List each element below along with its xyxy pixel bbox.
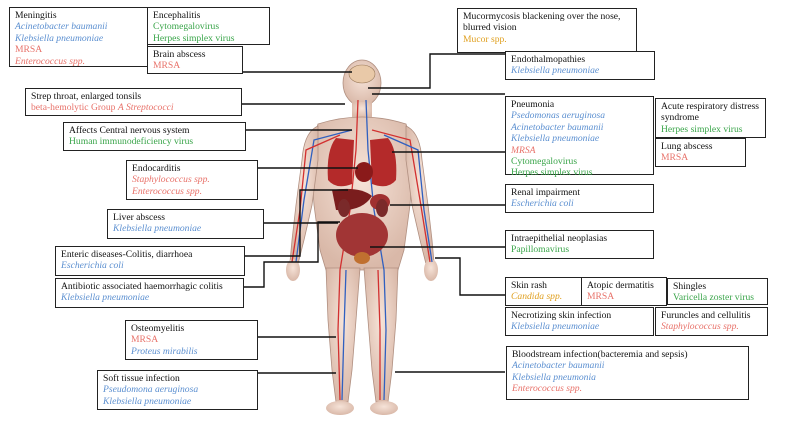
- box-ards: Acute respiratory distress syndrome Herp…: [655, 98, 766, 138]
- organism: MRSA: [511, 144, 536, 156]
- box-furuncles: Furuncles and cellulitis Staphylococcus …: [655, 307, 768, 336]
- organism: A Streptococci: [117, 102, 174, 114]
- organism: beta-hemolytic Group: [31, 102, 118, 114]
- box-title: Antibiotic associated haemorrhagic colit…: [61, 281, 223, 292]
- organism: Herpes simplex virus: [511, 167, 593, 179]
- organism: Acinetobacter baumanii: [512, 360, 605, 372]
- organism: Proteus mirabilis: [131, 345, 198, 357]
- organism: Acinetobacter baumanii: [15, 21, 108, 33]
- box-meningitis: Meningitis Acinetobacter baumanii Klebsi…: [9, 7, 148, 67]
- box-title: Affects Central nervous system: [69, 125, 190, 136]
- organism: Staphylococcus spp.: [132, 174, 210, 186]
- organism: Klebsiella pneumoniae: [15, 32, 104, 44]
- box-title: Encephalitis: [153, 10, 201, 21]
- box-shingles: Shingles Varicella zoster virus: [667, 278, 768, 305]
- box-atopic: Atopic dermatitis MRSA: [581, 277, 667, 306]
- box-title: Skin rash: [511, 280, 547, 291]
- box-title: Mucormycosis blackening over the nose, b…: [463, 11, 621, 34]
- left-lung: [327, 138, 354, 187]
- organism: Acinetobacter baumanii: [511, 121, 604, 133]
- box-endothalmopathies: Endothalmopathies Klebsiella pneumoniae: [505, 51, 655, 80]
- left-kidney: [338, 199, 350, 217]
- box-mucormycosis: Mucormycosis blackening over the nose, b…: [457, 8, 637, 53]
- organism: MRSA: [153, 60, 181, 72]
- intestines: [336, 213, 388, 257]
- box-cns: Affects Central nervous system Human imm…: [63, 122, 246, 151]
- organism: Human immunodeficiency virus: [69, 136, 194, 148]
- box-title: Atopic dermatitis: [587, 280, 654, 291]
- box-title: Liver abscess: [113, 212, 165, 223]
- organism: Candida spp.: [511, 291, 563, 303]
- organism: Varicella zoster virus: [673, 292, 754, 304]
- bladder: [354, 252, 370, 264]
- box-title: Enteric diseases-Colitis, diarrhoea: [61, 249, 193, 260]
- box-title: Pneumonia: [511, 99, 555, 110]
- box-title: Strep throat, enlarged tonsils: [31, 91, 142, 102]
- box-encephalitis: Encephalitis Cytomegalovirus Herpes simp…: [147, 7, 270, 45]
- right-kidney: [376, 199, 388, 217]
- box-enteric: Enteric diseases-Colitis, diarrhoea Esch…: [55, 246, 245, 276]
- box-endocarditis: Endocarditis Staphylococcus spp. Enteroc…: [126, 160, 258, 200]
- organism: Papillomavirus: [511, 244, 570, 256]
- organism: Cytomegalovirus: [153, 21, 220, 33]
- box-title: Soft tissue infection: [103, 373, 180, 384]
- organism: Enterococcus spp.: [15, 55, 85, 67]
- box-intraepithelial: Intraepithelial neoplasias Papillomaviru…: [505, 230, 654, 259]
- box-title: Necrotizing skin infection: [511, 310, 612, 321]
- box-title: Furuncles and cellulitis: [661, 310, 751, 321]
- organism: Escherichia coli: [61, 260, 124, 272]
- box-title: Meningitis: [15, 10, 57, 21]
- organism: MRSA: [587, 291, 615, 303]
- box-title: Bloodstream infection(bacteremia and sep…: [512, 349, 688, 360]
- box-title: Intraepithelial neoplasias: [511, 233, 608, 244]
- organism: MRSA: [131, 334, 159, 346]
- organism: MRSA: [15, 44, 43, 56]
- organism: Klebsiella pneumoniae: [511, 65, 600, 77]
- organism: Enterococcus spp.: [132, 185, 202, 197]
- box-title: Acute respiratory distress syndrome: [661, 101, 760, 124]
- organism: Cytomegalovirus: [511, 156, 578, 168]
- box-title: Endothalmopathies: [511, 54, 586, 65]
- organism: Escherichia coli: [511, 198, 574, 210]
- organism: MRSA: [661, 152, 689, 164]
- organism: Mucor spp.: [463, 33, 507, 45]
- box-lung-abscess: Lung abscess MRSA: [655, 138, 746, 167]
- box-renal: Renal impairment Escherichia coli: [505, 184, 654, 213]
- organism: Enterococcus spp.: [512, 383, 582, 395]
- organism: Klebsiella pneumonia: [512, 371, 596, 383]
- organism: Psedomonas aeruginosa: [511, 110, 606, 122]
- box-liver-abscess: Liver abscess Klebsiella pneumoniae: [107, 209, 264, 239]
- box-skin-rash: Skin rash Candida spp.: [505, 277, 584, 306]
- connector-lines: [242, 53, 506, 374]
- organism: Klebsiella pneumoniae: [103, 395, 192, 407]
- box-soft-tissue: Soft tissue infection Pseudomona aerugin…: [97, 370, 258, 410]
- organism: Klebsiella pneumoniae: [511, 133, 600, 145]
- heart: [355, 162, 373, 182]
- box-title: Renal impairment: [511, 187, 581, 198]
- organism: Staphylococcus spp.: [661, 321, 739, 333]
- organism: Herpes simplex virus: [153, 32, 235, 44]
- box-strep-throat: Strep throat, enlarged tonsils beta-hemo…: [25, 88, 242, 116]
- organism: Klebsiella pneumoniae: [113, 223, 202, 235]
- box-antibiotic-colitis: Antibiotic associated haemorrhagic colit…: [55, 278, 244, 308]
- organism: Klebsiella pneumoniae: [511, 321, 600, 333]
- box-title: Shingles: [673, 281, 707, 292]
- box-bloodstream: Bloodstream infection(bacteremia and sep…: [506, 346, 749, 400]
- box-title: Endocarditis: [132, 163, 181, 174]
- box-necrotizing: Necrotizing skin infection Klebsiella pn…: [505, 307, 654, 336]
- organism: Herpes simplex virus: [661, 123, 743, 135]
- box-title: Osteomyelitis: [131, 323, 185, 334]
- right-lung: [370, 138, 397, 187]
- organism: Klebsiella pneumoniae: [61, 292, 150, 304]
- organism: Pseudomona aeruginosa: [103, 384, 199, 396]
- box-title: Brain abscess: [153, 49, 206, 60]
- box-brain-abscess: Brain abscess MRSA: [147, 46, 243, 74]
- box-pneumonia: Pneumonia Psedomonas aeruginosa Acinetob…: [505, 96, 654, 179]
- box-osteomyelitis: Osteomyelitis MRSA Proteus mirabilis: [125, 320, 258, 360]
- brain: [348, 64, 376, 84]
- box-title: Lung abscess: [661, 141, 713, 152]
